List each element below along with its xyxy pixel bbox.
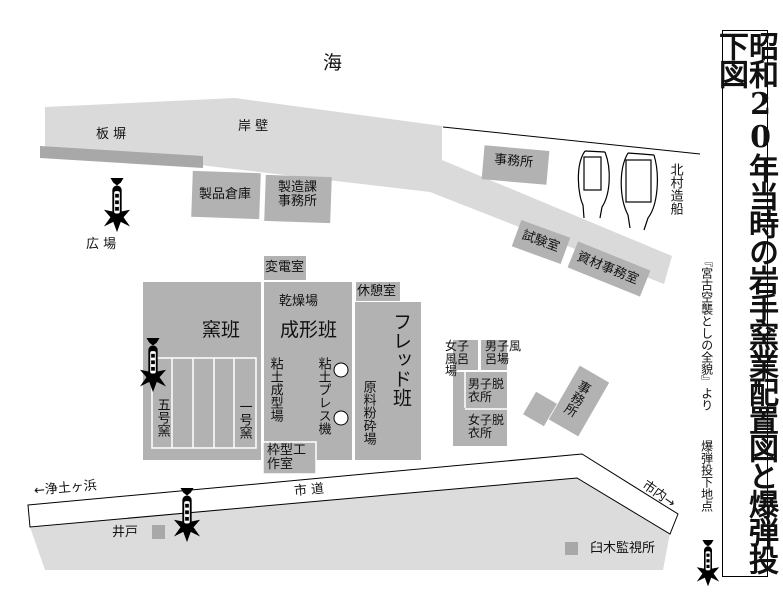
- map-title-text: 昭和20年当時の岩手窯業配置図と爆弾投下図: [713, 31, 778, 573]
- product-warehouse: [191, 170, 261, 220]
- label-clay-forming: 粘土成型場: [267, 357, 283, 422]
- label-kitamura-shipyard: 北村造船: [667, 163, 683, 215]
- label-kiln-1: 一号窯: [236, 400, 252, 439]
- label-usuki-lookout: 臼木監視所: [590, 541, 656, 556]
- label-raw-material-crushing: 原料粉砕場: [360, 380, 376, 445]
- label-kiln-5: 五号窯: [154, 398, 170, 437]
- label-fred-team: フレッド班: [389, 312, 412, 407]
- label-product-warehouse: 製品倉庫: [199, 187, 252, 202]
- press-machine: [333, 362, 349, 378]
- label-kiln-team: 窯班: [202, 319, 241, 341]
- label-mold-workshop: 枠型工作室: [267, 443, 307, 472]
- source-credit: 『宮古空襲としの全貌』より: [699, 255, 714, 411]
- label-forming-team: 成形班: [280, 319, 338, 341]
- ship-icon: [577, 150, 658, 231]
- label-rest-room: 休憩室: [357, 284, 397, 299]
- ground-area: [30, 478, 670, 570]
- label-men-bath: 男子風呂場: [485, 339, 522, 366]
- well-marker: [152, 525, 165, 539]
- bomb-explosion-icon: [103, 178, 131, 233]
- office-top: [481, 145, 550, 185]
- small-building: [523, 391, 557, 427]
- label-quay: 岸 壁: [238, 119, 269, 134]
- wooden-fence: [40, 146, 203, 168]
- label-fence: 板 塀: [96, 127, 127, 142]
- map-title: 昭和20年当時の岩手窯業配置図と爆弾投下図: [713, 30, 778, 577]
- rest-room: [356, 282, 400, 301]
- women-bath: [453, 340, 478, 370]
- label-men-changing: 男子脱衣所: [468, 377, 505, 404]
- label-women-bath: 女子風呂場: [445, 339, 470, 379]
- men-bath: [481, 340, 507, 370]
- substation: [264, 256, 306, 280]
- label-drying-area: 乾燥場: [279, 294, 319, 309]
- press-machine: [333, 410, 349, 426]
- city-road: [27, 453, 679, 535]
- mold-workshop: [262, 441, 317, 475]
- label-plaza: 広 場: [86, 237, 117, 252]
- label-women-changing: 女子脱衣所: [468, 413, 505, 440]
- manufacturing-office: [264, 174, 332, 224]
- test-room: [511, 219, 571, 265]
- label-office-top: 事務所: [493, 152, 534, 171]
- label-sea: 海: [323, 52, 343, 74]
- fred-team-block: [355, 302, 421, 460]
- label-manufacturing-office: 製造課事務所: [278, 180, 318, 209]
- kilns: [151, 357, 257, 449]
- label-clay-press: 粘土プレス機: [315, 357, 331, 435]
- quay: [45, 98, 672, 284]
- materials-office: [567, 241, 651, 297]
- legend-label: 爆弾投下地点: [699, 440, 714, 512]
- label-well: 井戸: [112, 525, 139, 540]
- label-substation: 変電室: [265, 260, 305, 275]
- shipyard-line: [442, 126, 701, 155]
- office-right: [548, 365, 610, 437]
- lookout-marker: [565, 542, 578, 555]
- label-road: 市 道: [293, 481, 325, 500]
